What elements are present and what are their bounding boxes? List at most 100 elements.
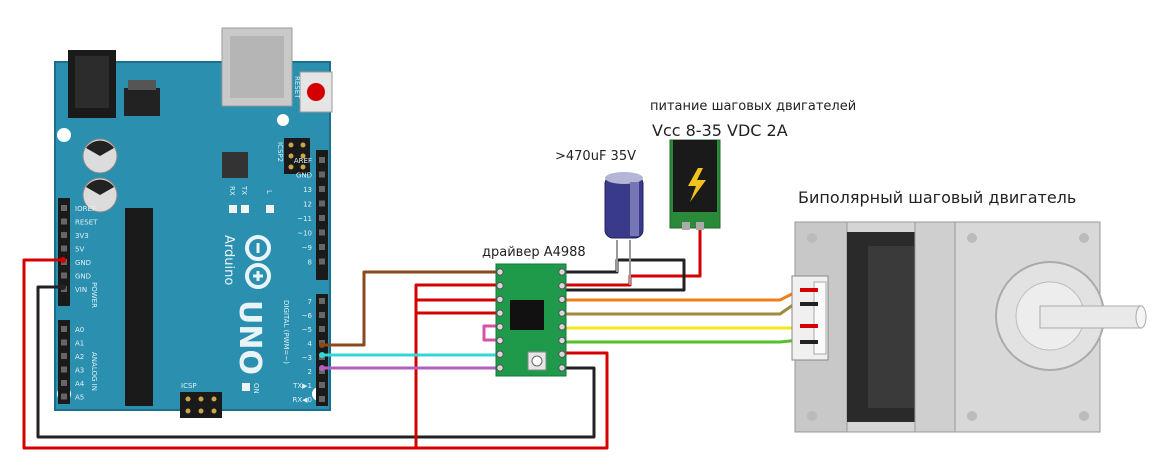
header-pin xyxy=(319,157,325,163)
pin-label: GND xyxy=(75,273,91,281)
usb-chip xyxy=(222,152,248,178)
wire-brown-dir xyxy=(322,270,496,347)
pin-label: ~9 xyxy=(302,244,312,252)
reset-button[interactable] xyxy=(299,71,333,113)
electrolytic-capacitor xyxy=(604,172,644,239)
pin-label: 3V3 xyxy=(75,232,89,240)
driver-pin xyxy=(558,336,566,345)
header-pin xyxy=(319,186,325,192)
l-led xyxy=(266,205,274,213)
driver-pin xyxy=(496,323,504,331)
driver-pin xyxy=(496,336,504,345)
pin-label: AREF xyxy=(294,157,312,165)
pin-label: A1 xyxy=(75,340,84,348)
rx-led xyxy=(241,205,249,213)
header-pin xyxy=(319,298,325,304)
icsp2-header xyxy=(284,138,310,174)
header-pin xyxy=(61,380,67,386)
driver-pins-left xyxy=(496,268,504,372)
pin-label: 5V xyxy=(75,246,84,254)
header-pin xyxy=(61,245,67,252)
voltage-regulator xyxy=(124,88,160,116)
capacitor-label: >470uF 35V xyxy=(555,149,636,164)
stepper-motor xyxy=(791,221,1147,433)
motor-power-spec: Vcc 8-35 VDC 2A xyxy=(652,121,788,140)
motor-power-jack xyxy=(669,139,721,230)
wire-vmot-gnd-black xyxy=(566,258,686,292)
pin-label: ~10 xyxy=(297,230,312,238)
header-pin xyxy=(319,200,325,207)
atmega-chip xyxy=(125,208,153,406)
a4988-driver xyxy=(495,263,567,377)
pin-label: A3 xyxy=(75,367,84,375)
reset-label: RESET xyxy=(293,76,301,99)
driver-pin xyxy=(496,350,504,358)
arduino-model: UNO xyxy=(232,300,267,375)
tx-label: TX xyxy=(240,185,248,195)
pin-label: ~6 xyxy=(302,312,313,320)
driver-title: драйвер A4988 xyxy=(482,245,586,260)
header-pin xyxy=(61,218,67,225)
pin-label: 7 xyxy=(308,298,312,306)
analog-header-label: ANALOG IN xyxy=(90,352,98,391)
header-pin xyxy=(319,258,325,265)
header-pin xyxy=(319,171,325,178)
power-header xyxy=(58,198,70,306)
board-capacitor xyxy=(82,177,118,213)
driver-pin xyxy=(558,295,566,304)
pin-label: A0 xyxy=(75,326,84,334)
arduino-brand: Arduino xyxy=(221,235,236,285)
mount-hole xyxy=(277,114,289,126)
driver-pin xyxy=(558,350,566,358)
pin-label: 2 xyxy=(308,368,312,376)
icsp-label: ICSP xyxy=(181,382,197,390)
header-pin xyxy=(61,339,67,346)
motor-connector xyxy=(791,275,829,361)
wire-5v-red xyxy=(22,258,609,450)
driver-pin xyxy=(558,364,566,372)
driver-pin xyxy=(496,364,504,372)
on-label: ON xyxy=(252,383,260,394)
driver-pin xyxy=(496,282,504,290)
header-pin xyxy=(61,272,67,279)
on-led xyxy=(242,383,250,391)
header-pin xyxy=(319,215,325,221)
pin-label: 4 xyxy=(308,340,313,348)
header-pin xyxy=(61,205,67,211)
wires xyxy=(22,228,801,450)
icsp-header xyxy=(180,392,222,418)
header-pin xyxy=(61,393,67,400)
tx-led xyxy=(229,205,237,213)
driver-pin xyxy=(558,323,566,331)
header-pin xyxy=(61,353,67,359)
power-header-label: POWER xyxy=(90,282,98,308)
wire-green-coil xyxy=(566,338,801,344)
driver-pin xyxy=(558,309,566,317)
lightning-icon xyxy=(688,168,706,202)
rx-label: RX xyxy=(228,186,236,196)
driver-pin xyxy=(558,268,566,276)
board-capacitor xyxy=(82,138,118,174)
pin-label: ~11 xyxy=(297,215,312,223)
pin-label: 12 xyxy=(303,201,312,209)
pin-label: ~3 xyxy=(302,354,312,362)
pin-label: A4 xyxy=(75,380,85,388)
pin-label: IOREF xyxy=(75,205,96,213)
pin-label: ~5 xyxy=(302,326,312,334)
trimmer-potentiometer xyxy=(527,351,547,371)
driver-pin xyxy=(558,282,566,290)
wire-pink-jumper xyxy=(482,324,496,342)
motor-shaft xyxy=(1039,305,1147,329)
arduino-logo xyxy=(245,235,271,289)
mount-hole xyxy=(57,128,71,142)
pin-label: A5 xyxy=(75,394,84,402)
header-pin xyxy=(319,396,325,402)
icsp2-label: ICSP2 xyxy=(276,142,284,162)
header-pin xyxy=(319,244,325,250)
motor-power-title: питание шаговых двигателей xyxy=(650,99,856,114)
stepper-title: Биполярный шаговый двигатель xyxy=(798,188,1076,207)
a4988-chip xyxy=(510,300,544,330)
wire-gnd-black xyxy=(36,285,596,439)
pin-label: GND xyxy=(75,259,91,267)
